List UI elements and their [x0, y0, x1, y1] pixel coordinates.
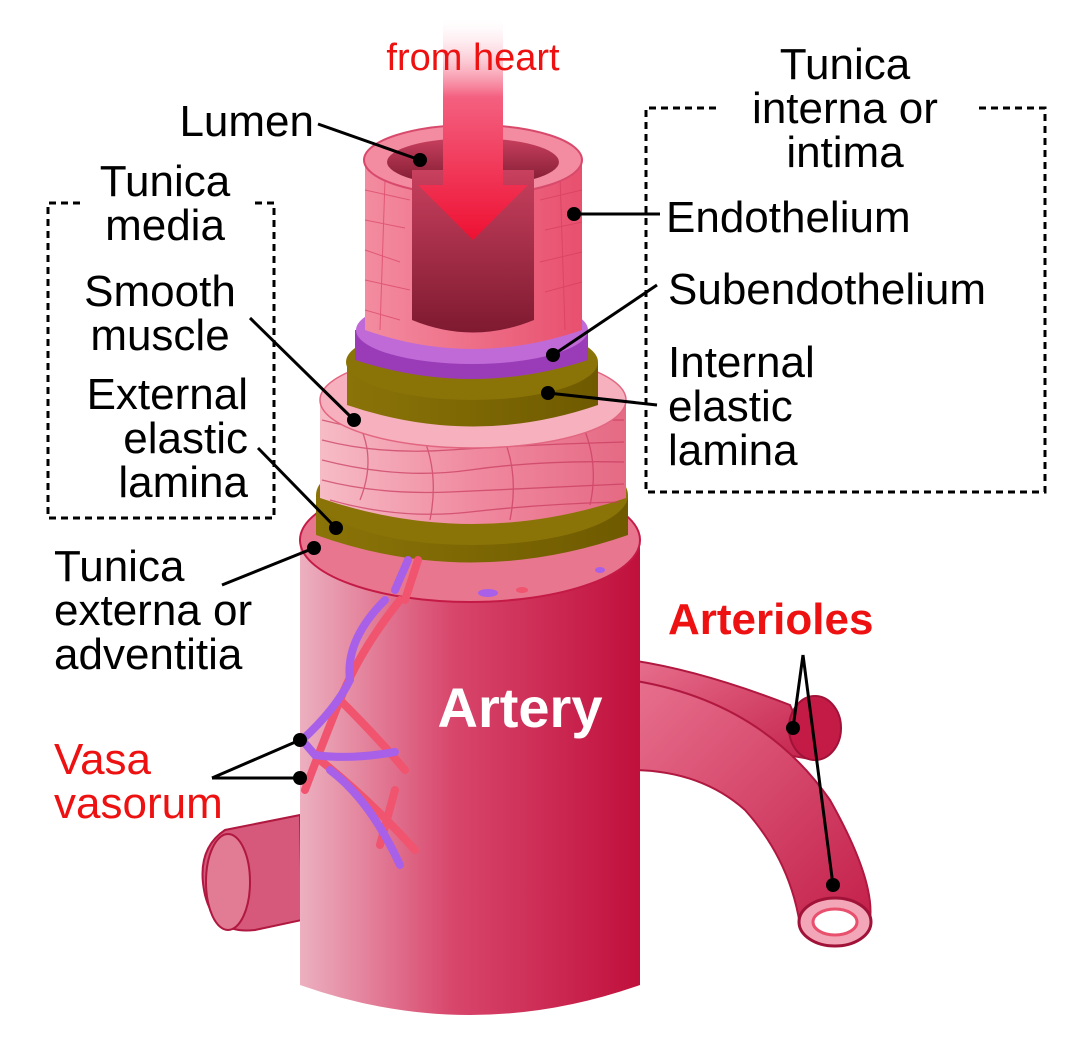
smooth-muscle-line-1: Smooth	[84, 267, 236, 316]
tunica-interna-line-2: interna or	[752, 84, 938, 133]
subendothelium-leader	[552, 283, 658, 357]
artery-label: Artery	[437, 676, 603, 739]
tunica-media-bracket	[46, 201, 276, 520]
arterioles-leader-1	[791, 654, 805, 729]
internal-elastic-line-3: lamina	[668, 426, 798, 475]
external-elastic-leader	[256, 446, 338, 530]
smooth-muscle-line-2: muscle	[90, 311, 230, 360]
tunica-interna-line-3: intima	[786, 128, 904, 177]
from-heart-label: from heart	[386, 37, 560, 79]
internal-elastic-line-1: Internal	[668, 338, 815, 387]
smooth-muscle-leader	[248, 316, 356, 422]
tunica-externa-line-1: Tunica	[54, 542, 185, 591]
tunica-interna-bracket	[644, 106, 1047, 494]
subendothelium-label: Subendothelium	[668, 265, 987, 314]
external-elastic-lamina-label: External elastic lamina	[50, 373, 248, 505]
tunica-externa-line-3: adventitia	[54, 630, 243, 679]
internal-elastic-leader	[547, 391, 658, 407]
left-branch-opening	[205, 833, 251, 931]
external-elastic-line-2: elastic	[123, 414, 248, 463]
endothelium-label: Endothelium	[666, 193, 911, 242]
internal-elastic-lamina-label: Internal elastic lamina	[668, 341, 815, 473]
tunica-externa-leader	[221, 546, 315, 587]
external-elastic-line-3: lamina	[118, 458, 248, 507]
lumen-leader	[317, 122, 421, 162]
vasa-vasorum-label: Vasa vasorum	[54, 738, 223, 826]
internal-elastic-line-2: elastic	[668, 382, 793, 431]
tunica-interna-line-1: Tunica	[779, 40, 911, 89]
smooth-muscle-label: Smooth muscle	[70, 270, 250, 358]
lumen-cavity	[412, 170, 534, 333]
tunica-externa-label: Tunica externa or adventitia	[54, 545, 252, 677]
tunica-media-line-1: Tunica	[99, 157, 231, 206]
external-elastic-line-1: External	[86, 370, 248, 419]
vasa-vasorum-line-1: Vasa	[54, 735, 152, 784]
vasa-vasorum-leader-1	[211, 738, 301, 780]
flow-arrow	[418, 20, 528, 240]
vasa-vasorum-line-2: vasorum	[54, 779, 223, 828]
arterioles-label: Arterioles	[668, 595, 874, 644]
tunica-media-label: Tunica media	[70, 160, 260, 248]
artery-body	[300, 540, 640, 1015]
tunica-media-line-2: media	[105, 201, 225, 250]
tunica-interna-label: Tunica interna or intima	[720, 43, 970, 175]
arterioles-leader-2	[801, 654, 835, 886]
lumen-label: Lumen	[179, 97, 314, 146]
vasa-vasorum-purple-vessel	[296, 556, 412, 869]
tunica-externa-line-2: externa or	[54, 586, 253, 635]
